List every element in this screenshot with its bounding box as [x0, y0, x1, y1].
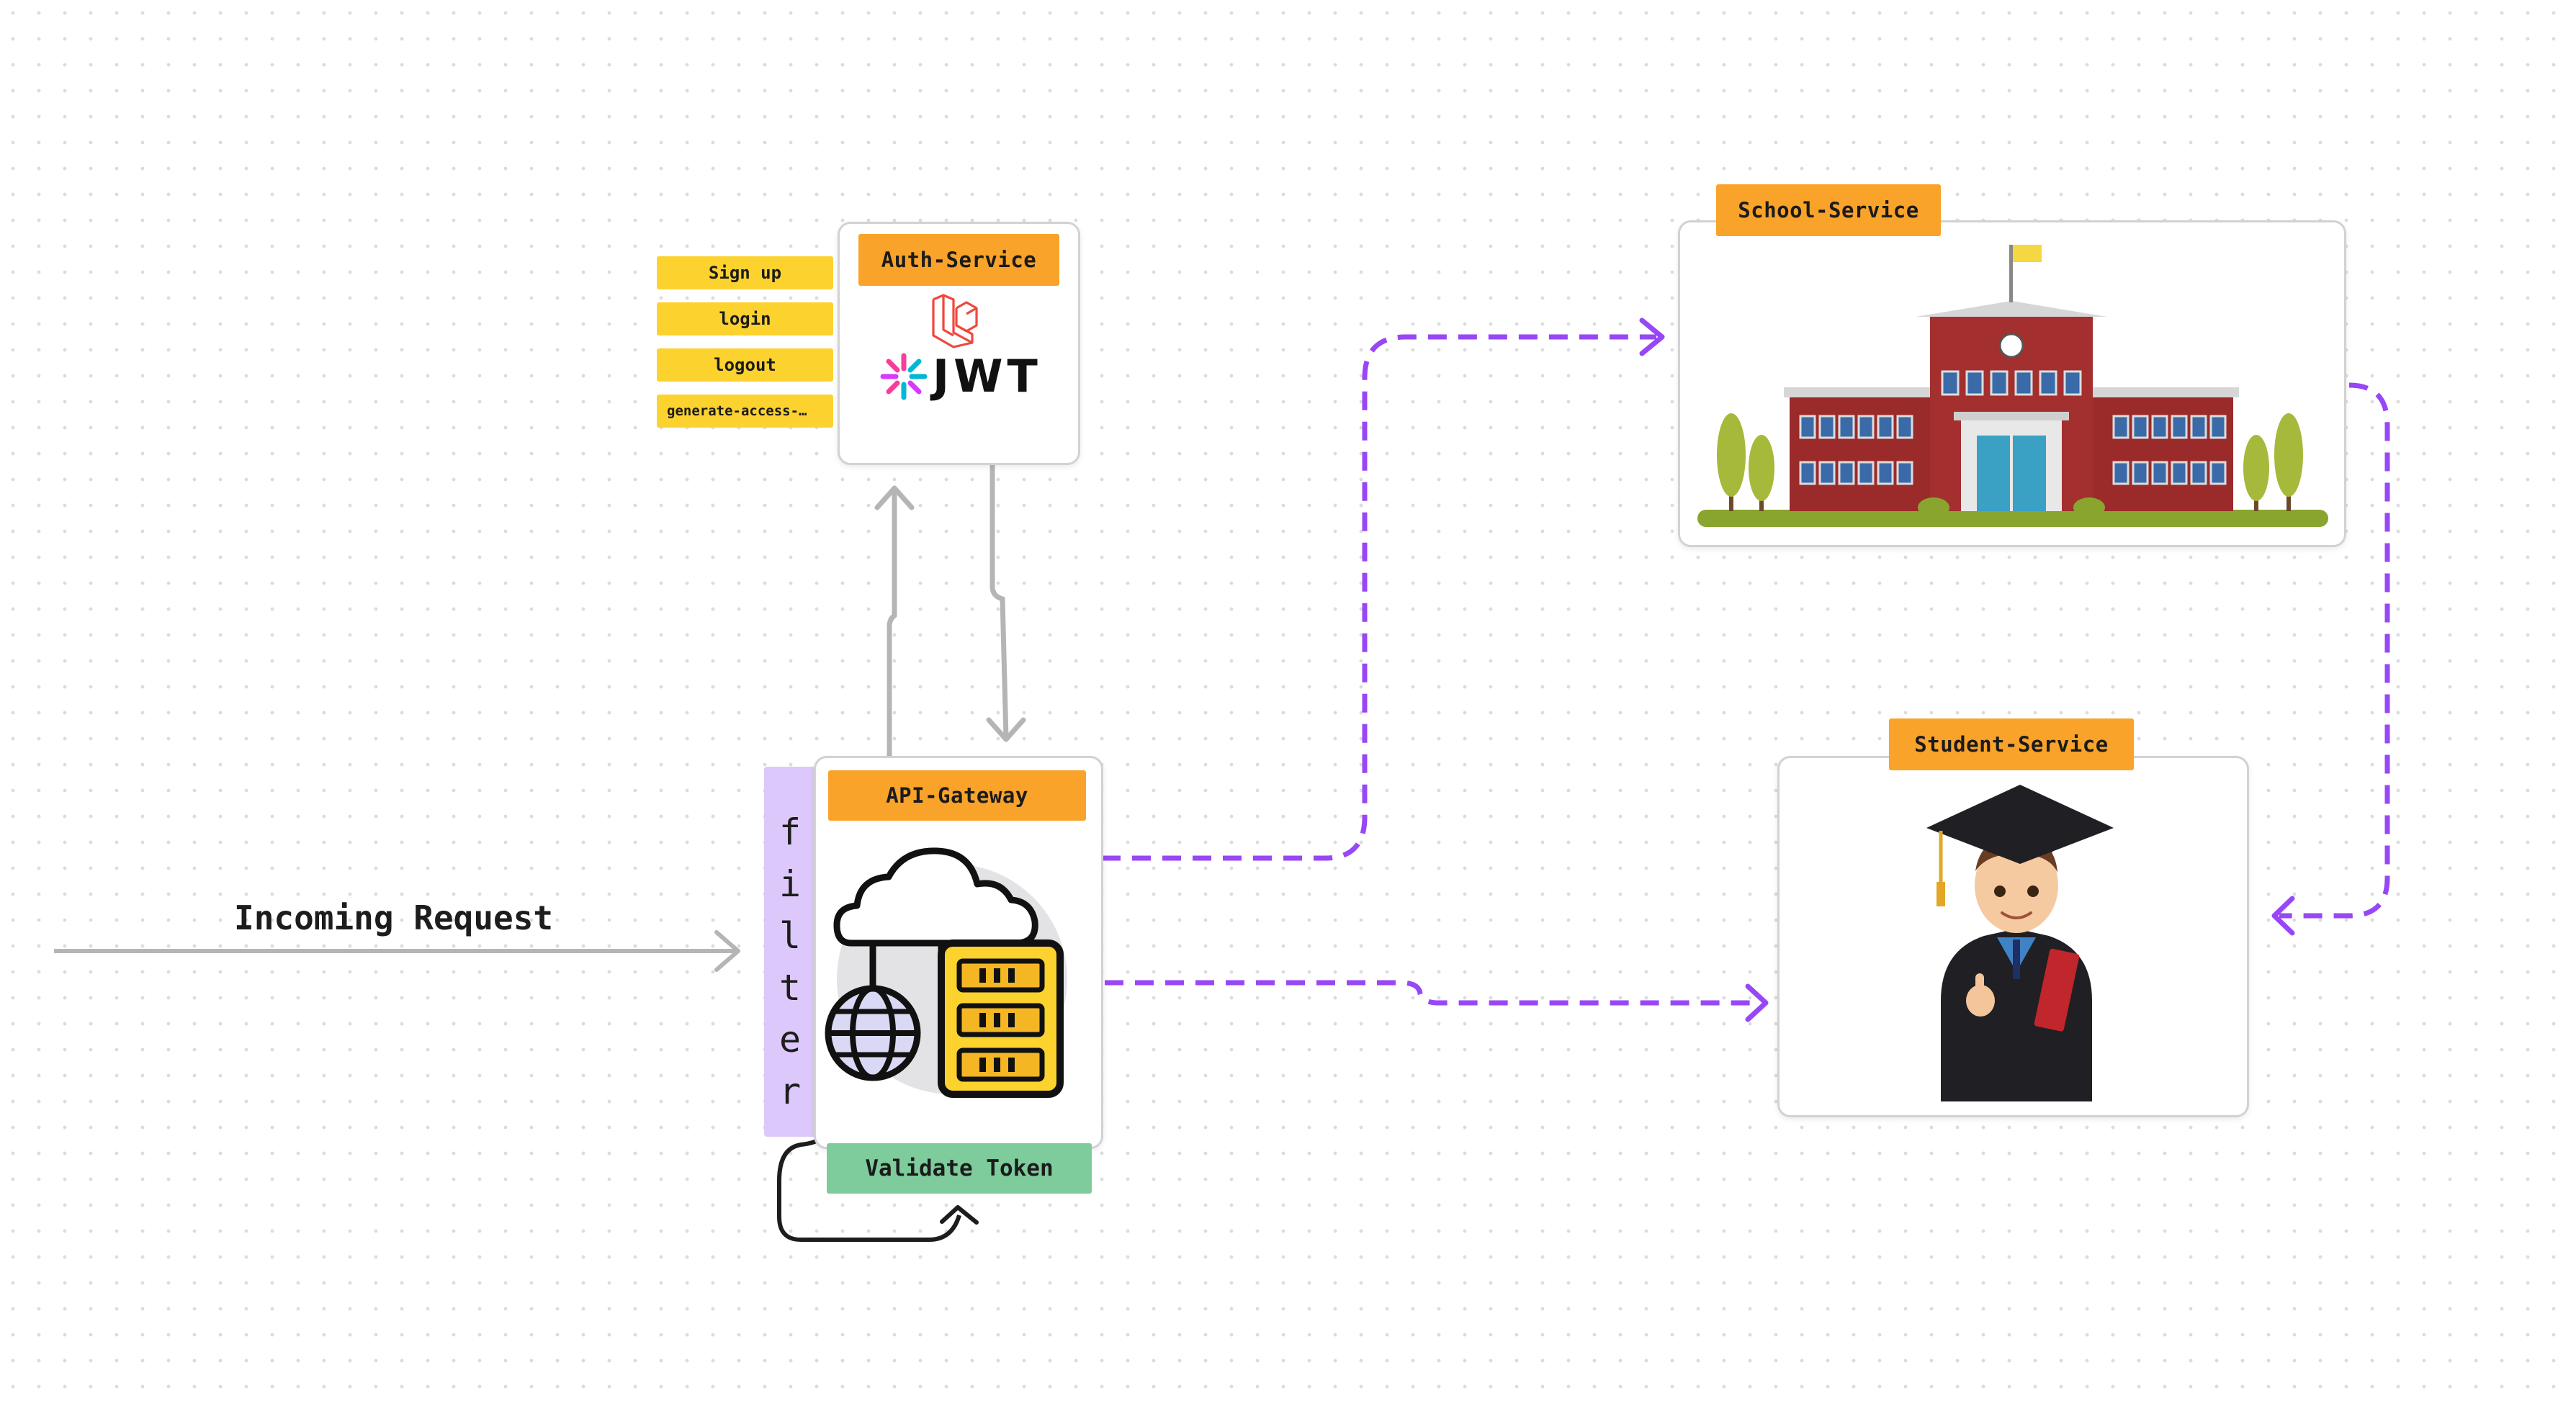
filter-letter: f — [778, 811, 802, 853]
validate-token-label: Validate Token — [827, 1143, 1092, 1194]
jwt-logo-icon — [880, 353, 928, 400]
jwt-logo-text: JWT — [933, 350, 1042, 402]
school-to-student-arrow — [2271, 382, 2390, 936]
filter-letter: t — [778, 967, 802, 1009]
auth-service-title: Auth-Service — [858, 234, 1059, 286]
api-gateway-title: API-Gateway — [828, 770, 1086, 821]
endpoint-sign-up[interactable]: Sign up — [657, 256, 833, 289]
filter-letter: i — [778, 863, 802, 905]
filter-letter: e — [778, 1019, 802, 1060]
endpoint-generate-access[interactable]: generate-access-… — [657, 395, 833, 428]
incoming-request-label: Incoming Request — [234, 898, 554, 937]
school-service-title: School-Service — [1716, 184, 1941, 236]
incoming-request-arrow — [54, 930, 740, 972]
graduate-student-icon — [1926, 785, 2114, 1101]
gateway-to-school-arrow — [1072, 317, 1665, 861]
endpoint-logout[interactable]: logout — [657, 348, 833, 382]
laravel-logo-icon — [932, 294, 978, 348]
filter-letter: r — [778, 1071, 802, 1112]
endpoint-login[interactable]: login — [657, 302, 833, 335]
cloud-server-icon — [825, 847, 1067, 1098]
school-building-icon — [1697, 245, 2328, 527]
gateway-to-auth-arrow — [874, 485, 915, 762]
student-service-title: Student-Service — [1889, 718, 2134, 770]
filter-bar[interactable]: f i l t e r — [764, 767, 816, 1137]
gateway-to-student-arrow — [1074, 980, 1769, 1022]
filter-letter: l — [778, 915, 802, 957]
auth-to-gateway-arrow — [986, 454, 1026, 742]
